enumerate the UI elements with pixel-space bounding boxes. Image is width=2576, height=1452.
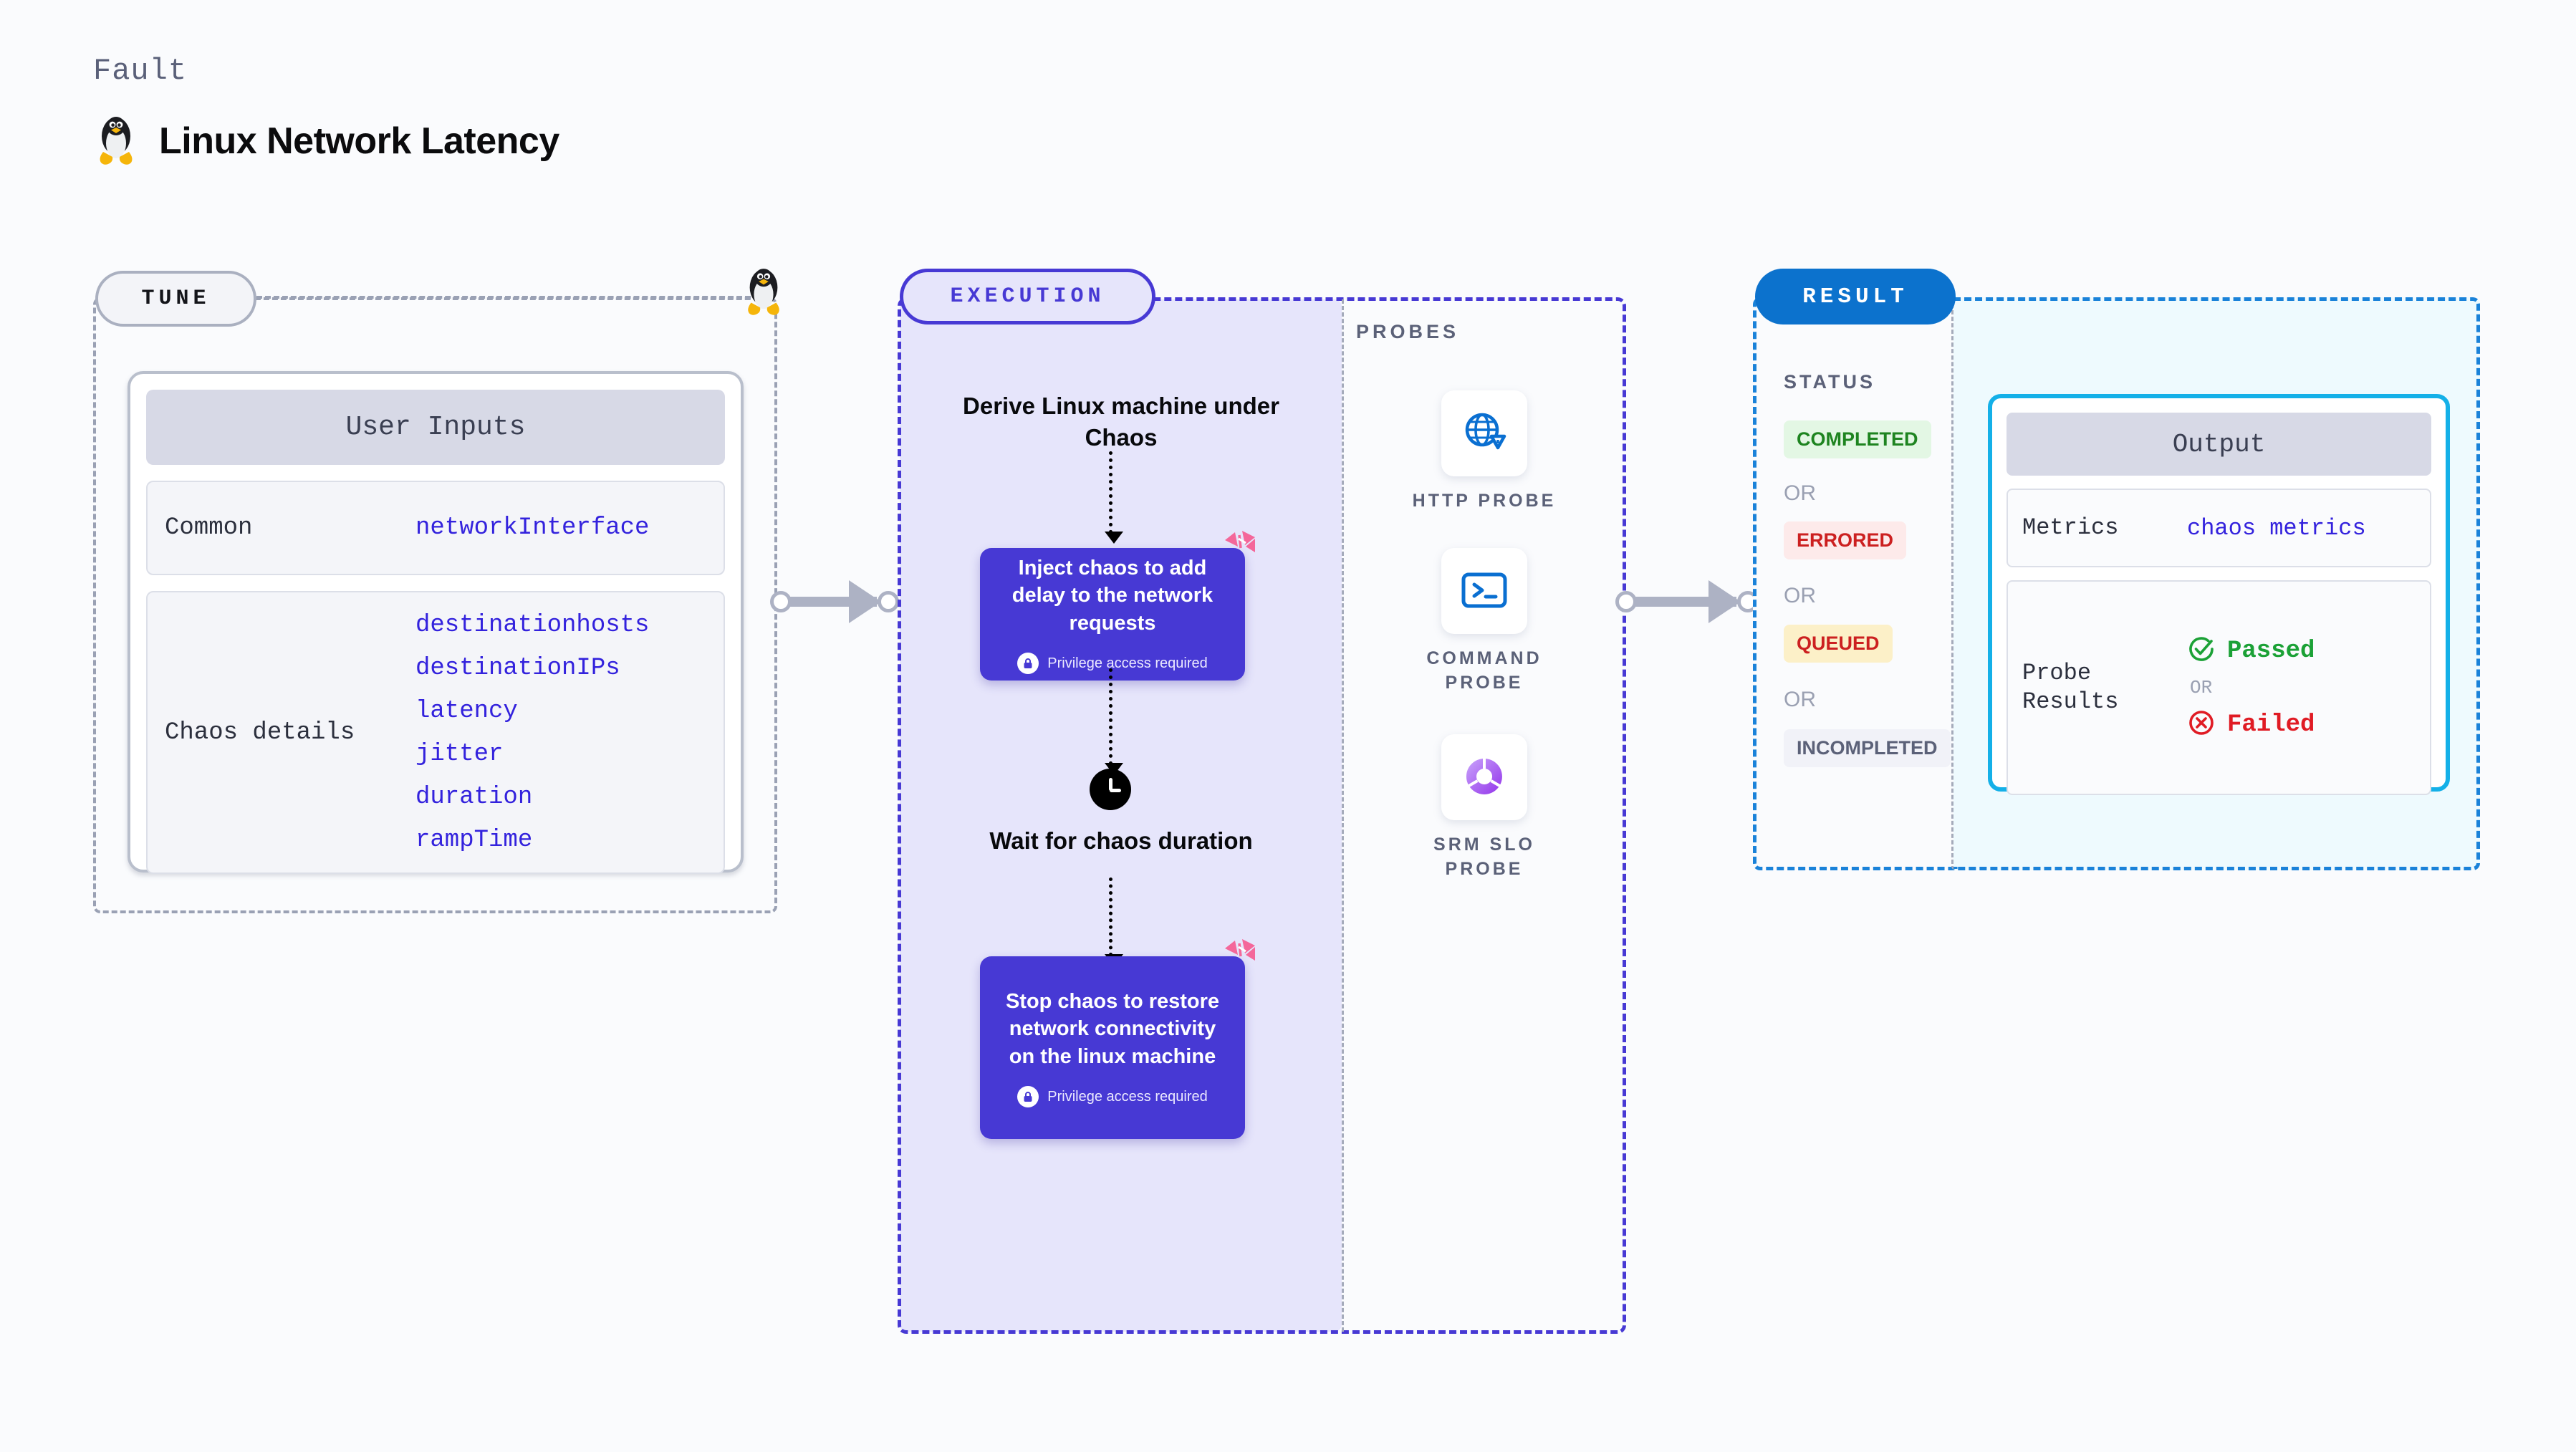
status-or-label: OR	[1784, 584, 1816, 607]
privilege-badge: Privilege access required	[1017, 653, 1208, 675]
probe-result-failed: Failed	[2187, 708, 2315, 741]
output-metrics-value[interactable]: chaos metrics	[2187, 514, 2366, 542]
execution-boundary	[898, 297, 1626, 1334]
input-row-values: destinationhosts destinationIPs latency …	[415, 612, 649, 854]
execution-pill-label: EXECUTION	[900, 269, 1155, 324]
input-row-key: Common	[165, 514, 253, 542]
input-param[interactable]: destinationhosts	[415, 611, 650, 639]
probe-item-srm-slo[interactable]: SRM SLO PROBE	[1398, 734, 1570, 882]
srm-slo-donut-check-icon	[1441, 734, 1527, 820]
output-card-header: Output	[2007, 413, 2431, 476]
output-row-key: Probe Results	[2022, 660, 2119, 715]
connector-start-dot	[1615, 591, 1637, 612]
status-or-label: OR	[1784, 481, 1816, 505]
lock-icon	[1017, 1086, 1039, 1108]
fault-label: Fault	[93, 54, 188, 88]
connector-execution-to-result	[1615, 580, 1769, 623]
connector-arrowhead	[1708, 580, 1741, 623]
user-inputs-header: User Inputs	[146, 390, 725, 465]
privilege-badge: Privilege access required	[1017, 1086, 1208, 1108]
status-badge-completed: COMPLETED	[1784, 420, 1931, 458]
linux-penguin-icon	[741, 266, 786, 318]
status-or-label: OR	[1784, 688, 1816, 711]
privilege-badge-text: Privilege access required	[1047, 655, 1208, 671]
result-pill-label: RESULT	[1755, 269, 1956, 324]
lock-icon	[1017, 653, 1039, 675]
probe-result-passed: Passed	[2187, 635, 2315, 667]
harness-logo-icon	[1224, 529, 1256, 566]
input-param[interactable]: destinationIPs	[415, 654, 620, 682]
connector-tune-to-execution	[770, 580, 910, 623]
input-param[interactable]: duration	[415, 783, 533, 811]
probe-result-options: Passed OR Failed	[2187, 635, 2315, 741]
execution-panel-background	[900, 299, 1342, 1332]
status-badge-errored: ERRORED	[1784, 521, 1907, 559]
execution-step-stop-chaos[interactable]: Stop chaos to restore network connectivi…	[980, 939, 1255, 1139]
input-param[interactable]: networkInterface	[415, 514, 650, 542]
clock-icon	[1090, 769, 1131, 810]
execution-step-wait: Wait for chaos duration	[989, 827, 1253, 854]
check-circle-icon	[2187, 635, 2216, 667]
status-badge-queued: QUEUED	[1784, 625, 1893, 663]
execution-step-derive: Derive Linux machine under Chaos	[963, 393, 1279, 451]
connector-start-dot	[770, 591, 792, 612]
terminal-icon	[1441, 548, 1527, 634]
status-badge-incompleted: INCOMPLETED	[1784, 729, 1951, 767]
input-row-key: Chaos details	[165, 718, 355, 746]
table-row: Chaos details destinationhosts destinati…	[146, 591, 725, 874]
output-card: Output Metrics chaos metrics Probe Resul…	[1988, 394, 2450, 795]
probe-item-command[interactable]: COMMAND PROBE	[1398, 548, 1570, 696]
harness-logo-icon	[1224, 938, 1256, 974]
output-row-metrics: Metrics chaos metrics	[2007, 489, 2431, 567]
probe-label: HTTP PROBE	[1412, 491, 1557, 511]
probes-section-label: PROBES	[1356, 321, 1460, 342]
step-title: Stop chaos to restore network connectivi…	[1005, 989, 1220, 1068]
probe-label: SRM SLO PROBE	[1433, 835, 1535, 879]
step-title: Inject chaos to add delay to the network…	[1011, 556, 1213, 635]
probe-result-or-label: OR	[2190, 677, 2213, 698]
user-inputs-card: User Inputs Common networkInterface Chao…	[128, 371, 744, 874]
globe-warning-icon	[1441, 390, 1527, 476]
input-param[interactable]: jitter	[415, 740, 504, 768]
probe-result-passed-label: Passed	[2227, 637, 2315, 665]
probe-label: COMMAND PROBE	[1426, 648, 1542, 693]
page-title: Linux Network Latency	[159, 120, 559, 162]
output-row-key: Metrics	[2022, 514, 2119, 541]
connector-arrowhead	[849, 580, 881, 623]
probe-item-http[interactable]: HTTP PROBE	[1398, 390, 1570, 514]
flow-arrow-down	[1105, 451, 1123, 544]
connector-end-dot	[878, 591, 899, 612]
flow-arrow-down	[1105, 878, 1123, 966]
probes-divider	[1342, 299, 1344, 1332]
x-circle-icon	[2187, 708, 2216, 741]
input-param[interactable]: rampTime	[415, 826, 533, 854]
tune-pill-label: TUNE	[95, 271, 256, 327]
execution-step-inject-chaos[interactable]: Inject chaos to add delay to the network…	[980, 531, 1255, 681]
table-row: Common networkInterface	[146, 481, 725, 575]
linux-penguin-icon	[93, 115, 139, 168]
output-row-probe-results: Probe Results Passed OR	[2007, 580, 2431, 795]
result-status-boundary	[1753, 297, 1953, 870]
privilege-badge-text: Privilege access required	[1047, 1088, 1208, 1105]
status-section-label: STATUS	[1784, 371, 1875, 393]
probe-result-failed-label: Failed	[2227, 711, 2315, 739]
page-title-row: Linux Network Latency	[93, 115, 559, 168]
flow-arrow-down	[1105, 668, 1123, 775]
tune-top-dash	[256, 296, 751, 299]
input-param[interactable]: latency	[415, 697, 518, 725]
input-row-values: networkInterface	[415, 514, 649, 542]
